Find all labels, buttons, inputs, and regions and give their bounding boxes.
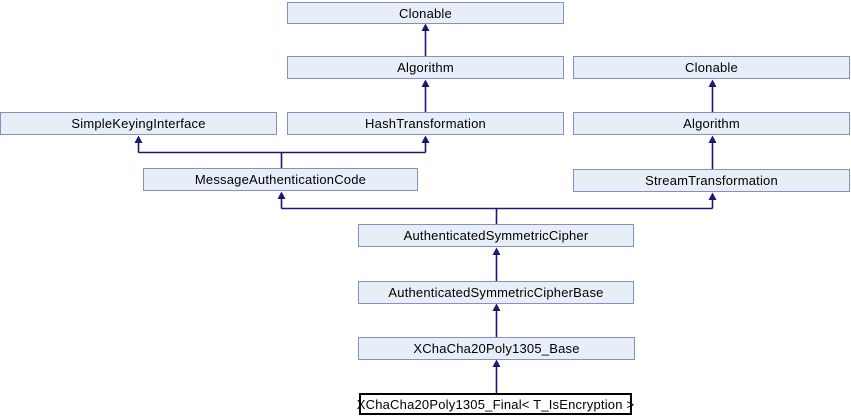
arrowhead [708,79,717,87]
class-node-algorithm-right[interactable]: Algorithm [573,112,850,135]
class-node-clonable-right[interactable]: Clonable [573,56,850,79]
arrowhead [708,192,717,200]
arrowhead [492,359,501,367]
arrowhead [134,135,143,143]
class-node-message-authentication-code[interactable]: MessageAuthenticationCode [143,168,418,191]
class-node-xchacha20-poly1305-final: XChaCha20Poly1305_Final< T_IsEncryption … [357,393,634,415]
arrowhead [708,135,717,143]
class-node-stream-transformation[interactable]: StreamTransformation [573,169,850,192]
arrowhead [421,135,430,143]
class-node-algorithm-center[interactable]: Algorithm [287,56,564,79]
class-node-clonable-top[interactable]: Clonable [287,2,564,24]
class-node-hash-transformation[interactable]: HashTransformation [287,112,564,135]
arrowhead [492,247,501,255]
arrowhead [421,23,430,31]
arrowhead [492,303,501,311]
class-node-authenticated-symmetric-cipher-base[interactable]: AuthenticatedSymmetricCipherBase [358,281,634,304]
class-node-authenticated-symmetric-cipher[interactable]: AuthenticatedSymmetricCipher [358,224,634,247]
edge-mac-to-skinterface-and-hashtransformation [137,142,427,168]
class-node-xchacha20-poly1305-base[interactable]: XChaCha20Poly1305_Base [358,337,635,360]
class-node-simple-keying-interface[interactable]: SimpleKeyingInterface [0,112,277,135]
arrowhead [421,79,430,87]
arrowhead [277,191,286,199]
edge-asc-to-mac-and-streamtransformation [280,198,714,224]
